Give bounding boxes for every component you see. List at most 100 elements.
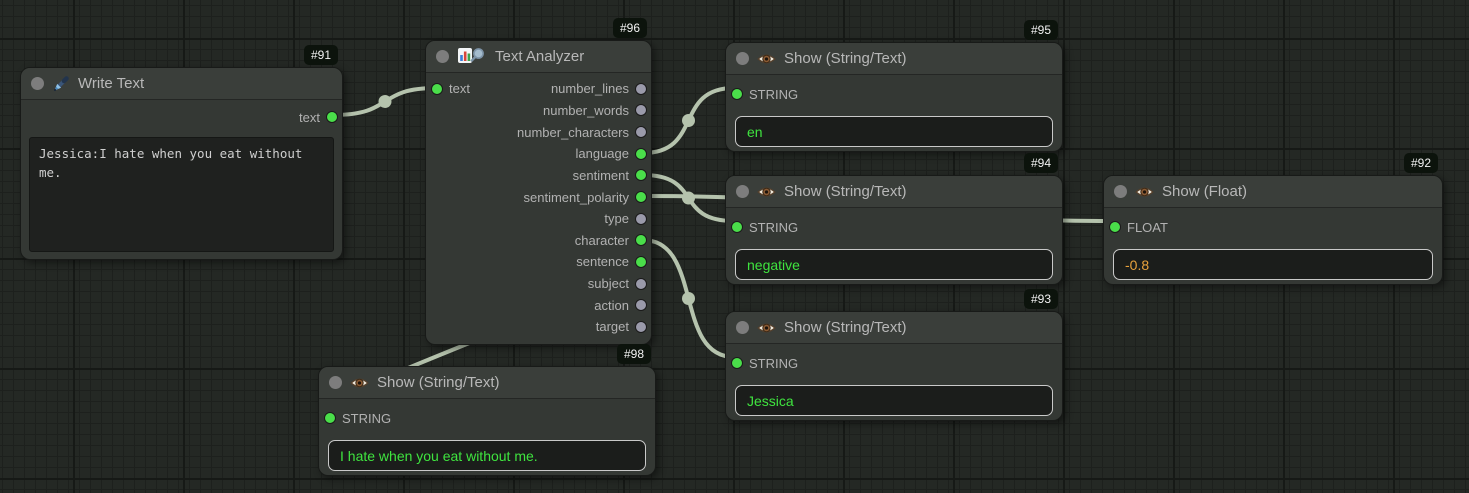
text-widget[interactable]: Jessica:I hate when you eat without me. (29, 137, 334, 252)
node-id-badge: #94 (1023, 153, 1058, 173)
output-port-sentence[interactable]: sentence (576, 254, 647, 269)
node-ports: STRING (726, 75, 1062, 108)
node-title: Show (Float) (1162, 183, 1248, 200)
output-label: number_lines (550, 81, 629, 97)
collapse-dot[interactable] (329, 376, 342, 389)
node-header[interactable]: Show (String/Text) (319, 367, 655, 399)
port-row: sentiment (426, 165, 651, 187)
output-port-subject[interactable]: subject (588, 276, 647, 291)
node-header[interactable]: Write Text (21, 68, 342, 100)
node-header[interactable]: Show (String/Text) (726, 43, 1062, 75)
input-dot-text[interactable] (431, 82, 443, 95)
port-row: number_characters (426, 121, 651, 143)
input-dot-string[interactable] (324, 412, 336, 424)
output-dot-action[interactable] (635, 299, 647, 312)
input-port-string[interactable]: STRING (731, 220, 798, 235)
output-port-language[interactable]: language (576, 146, 647, 161)
input-dot-string[interactable] (731, 88, 743, 100)
output-dot-type[interactable] (635, 212, 647, 225)
wire-character-to-show-93-midpoint-dot[interactable] (682, 292, 695, 305)
value-field[interactable]: en (735, 116, 1053, 147)
output-port-action[interactable]: action (594, 298, 647, 313)
output-port-number_lines[interactable]: number_lines (551, 81, 647, 96)
output-port-type[interactable]: type (604, 211, 647, 226)
port-row: text number_lines (426, 78, 651, 100)
collapse-dot[interactable] (31, 77, 44, 90)
node-header[interactable]: Show (String/Text) (726, 312, 1062, 344)
collapse-dot[interactable] (436, 50, 449, 63)
bar-chart-magnifier-icon (457, 47, 487, 66)
collapse-dot[interactable] (736, 52, 749, 65)
input-port-string[interactable]: STRING (324, 411, 391, 426)
value-field[interactable]: -0.8 (1113, 249, 1433, 280)
input-port-string[interactable]: STRING (731, 356, 798, 371)
port-row: STRING (726, 213, 1062, 241)
node-header[interactable]: Text Analyzer (426, 41, 651, 73)
output-dot-target[interactable] (635, 320, 647, 333)
output-dot-text[interactable] (326, 111, 338, 123)
port-row: STRING (726, 80, 1062, 108)
input-label: STRING (749, 355, 799, 371)
output-dot-number_characters[interactable] (635, 126, 647, 139)
output-dot-character[interactable] (635, 234, 647, 247)
output-dot-language[interactable] (635, 147, 647, 160)
output-dot-sentiment_polarity[interactable] (635, 191, 647, 204)
port-row: number_words (426, 100, 651, 122)
output-dot-number_lines[interactable] (635, 82, 647, 95)
output-port-target[interactable]: target (596, 319, 647, 334)
input-label: STRING (749, 219, 799, 235)
output-port-text[interactable]: text (299, 110, 338, 125)
value-field[interactable]: Jessica (735, 385, 1053, 416)
output-port-character[interactable]: character (575, 233, 647, 248)
output-port-number_words[interactable]: number_words (543, 103, 647, 118)
node-header[interactable]: Show (Float) (1104, 176, 1442, 208)
port-row: character (426, 229, 651, 251)
collapse-dot[interactable] (736, 185, 749, 198)
output-label: sentiment (572, 167, 629, 183)
value-text: I hate when you eat without me. (340, 447, 538, 464)
eye-icon (757, 321, 776, 335)
node-header[interactable]: Show (String/Text) (726, 176, 1062, 208)
input-dot-string[interactable] (731, 357, 743, 369)
output-port-sentiment_polarity[interactable]: sentiment_polarity (524, 190, 647, 205)
value-field[interactable]: negative (735, 249, 1053, 280)
port-row: type (426, 208, 651, 230)
input-port-float[interactable]: FLOAT (1109, 220, 1168, 235)
port-row: sentence (426, 251, 651, 273)
output-dot-sentence[interactable] (635, 255, 647, 268)
output-dot-number_words[interactable] (635, 104, 647, 117)
input-port-text[interactable]: text (431, 81, 470, 96)
output-label: number_characters (517, 124, 629, 140)
output-label: target (595, 319, 629, 335)
input-label: FLOAT (1127, 219, 1168, 235)
output-label: subject (587, 276, 629, 292)
output-port-number_characters[interactable]: number_characters (517, 125, 647, 140)
input-dot-string[interactable] (731, 221, 743, 233)
pen-icon (52, 75, 70, 93)
value-text: en (747, 123, 763, 140)
output-label: text (299, 109, 320, 125)
wire-language-to-show-95-midpoint-dot[interactable] (682, 114, 695, 127)
collapse-dot[interactable] (1114, 185, 1127, 198)
wire-write-text-to-analyzer-text-midpoint-dot[interactable] (378, 95, 392, 108)
port-row: STRING (319, 404, 655, 432)
collapse-dot[interactable] (736, 321, 749, 334)
value-text: -0.8 (1125, 256, 1150, 273)
input-dot-float[interactable] (1109, 221, 1121, 233)
output-port-sentiment[interactable]: sentiment (573, 168, 647, 183)
output-dot-sentiment[interactable] (635, 169, 647, 182)
eye-icon (757, 52, 776, 66)
node-title: Show (String/Text) (784, 183, 907, 200)
output-dot-subject[interactable] (635, 277, 647, 290)
port-row: sentiment_polarity (426, 186, 651, 208)
value-field[interactable]: I hate when you eat without me. (328, 440, 646, 471)
input-port-string[interactable]: STRING (731, 87, 798, 102)
